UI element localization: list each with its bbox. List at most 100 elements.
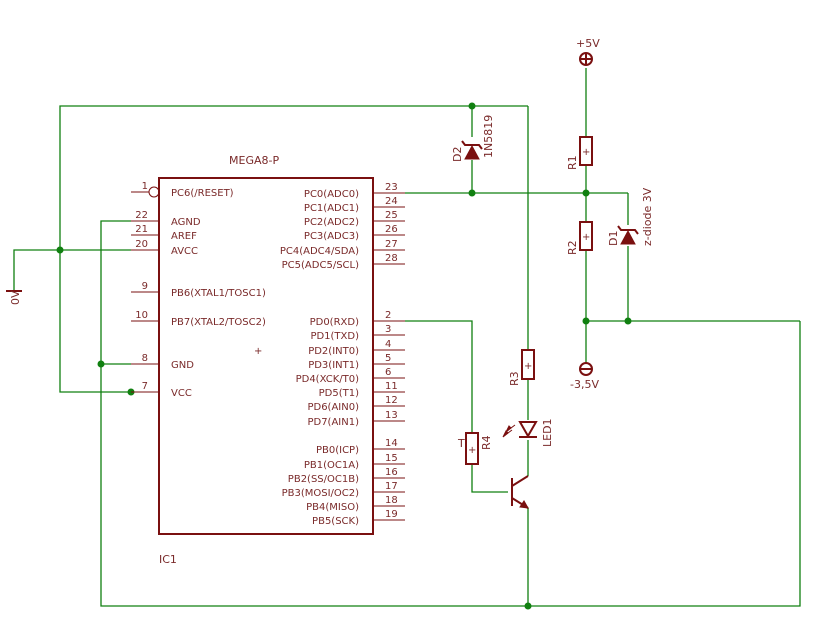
resistor-r4: + R4: [465, 432, 493, 465]
minus3v5-symbol: [579, 362, 593, 376]
d1-bar: [617, 225, 639, 235]
ground-label: 0V: [9, 290, 22, 305]
ic-pin-number: 12: [385, 395, 398, 406]
ic-pin-number: 11: [385, 381, 398, 392]
ic-pin-number: 26: [385, 224, 398, 235]
d2-label: D2: [451, 147, 464, 162]
d2-value: 1N5819: [482, 115, 495, 158]
plus5v-label: +5V: [576, 37, 600, 50]
ground-0v: 0V: [6, 290, 22, 305]
diode-d2: D2 1N5819: [451, 115, 495, 162]
zener-d1: D1 z-diode 3V: [607, 187, 654, 246]
minus3v5-label: -3,5V: [570, 378, 599, 391]
ic-pin-name: PC2(ADC2): [304, 217, 359, 228]
ic-pin-name: PD3(INT1): [308, 360, 359, 371]
ic-right-pins: 23PC0(ADC0)24PC1(ADC1)25PC2(ADC2)26PC3(A…: [280, 182, 405, 527]
d2-bar: [461, 140, 483, 150]
ic-ref: IC1: [159, 553, 177, 566]
junction-dot: [468, 102, 476, 110]
ic-pin-name: AGND: [171, 217, 201, 228]
junction-dot: [582, 317, 590, 325]
ic-body: [158, 177, 374, 535]
ic-pin-number: 18: [385, 495, 398, 506]
ic-pin-number: 2: [385, 310, 391, 321]
reset-inversion-bubble: [148, 186, 160, 198]
ic-pin-number: 7: [142, 381, 148, 392]
ic-pin-name: PD4(XCK/T0): [296, 374, 359, 385]
ic-pin-name: PC3(ADC3): [304, 231, 359, 242]
ic-pin-number: 1: [142, 181, 148, 192]
r4-body: [465, 432, 479, 465]
junction-dot: [624, 317, 632, 325]
r1-plus-mark: +: [582, 147, 590, 158]
led-led1: LED1: [502, 418, 554, 447]
d2-triangle: [464, 144, 480, 160]
junction-dot: [468, 189, 476, 197]
ic-name: MEGA8-P: [229, 154, 279, 167]
ic-pin-number: 14: [385, 438, 398, 449]
ic-pin-name: PD2(INT0): [308, 346, 359, 357]
ic-pin-number: 5: [385, 353, 391, 364]
r3-plus-mark: +: [524, 361, 532, 372]
ic-pin-name: PC6(/RESET): [171, 188, 234, 199]
wire-pd0-r4: [405, 320, 473, 433]
r3-body: [521, 349, 535, 380]
ic-pin-name: PB7(XTAL2/TOSC2): [171, 317, 266, 328]
ic-pin-name: PB5(SCK): [312, 516, 359, 527]
ic-origin-mark: +: [254, 346, 262, 357]
ic-pin-number: 22: [135, 210, 148, 221]
led-triangle: [518, 421, 538, 439]
ic-pin-number: 28: [385, 253, 398, 264]
ic-pin-name: PB2(SS/OC1B): [288, 474, 359, 485]
r1-body: [579, 136, 593, 166]
junction-dot: [97, 360, 105, 368]
ic-pin-name: PD6(AIN0): [307, 402, 359, 413]
ic-pin-name: PB1(OC1A): [304, 460, 359, 471]
resistor-r1: + R1: [566, 136, 593, 170]
plus5v-symbol: [579, 52, 593, 66]
r1-label: R1: [566, 155, 579, 170]
ic-pin-number: 3: [385, 324, 391, 335]
resistor-r2: + R2: [566, 221, 593, 255]
wire-vcc-rail: [59, 105, 472, 393]
ic-pin-name: PD7(AIN1): [307, 417, 359, 428]
r4-label: R4: [480, 435, 493, 450]
ic-pin-name: PC5(ADC5/SCL): [282, 260, 359, 271]
r2-label: R2: [566, 240, 579, 255]
t-collector: [511, 475, 529, 487]
supply-plus5v: +5V: [576, 37, 600, 66]
ic-pin-name: PD1(TXD): [310, 331, 359, 342]
r2-body: [579, 221, 593, 251]
ic-pin-number: 4: [385, 339, 391, 350]
ic-left-pins: 1PC6(/RESET)22AGND21AREF20AVCC9PB6(XTAL1…: [131, 181, 266, 399]
t-emitter-arrow: [519, 500, 529, 509]
ic-pin-number: 17: [385, 481, 398, 492]
ic-pin-number: 16: [385, 467, 398, 478]
d1-triangle: [620, 229, 636, 245]
ic-pin-number: 25: [385, 210, 398, 221]
wire-right-loop: [100, 220, 801, 607]
transistor-t: T: [457, 437, 529, 509]
wire-r4-base: [471, 464, 508, 493]
d1-label: D1: [607, 231, 620, 246]
ic-pin-name: PB6(XTAL1/TOSC1): [171, 288, 266, 299]
r2-plus-mark: +: [582, 232, 590, 243]
ic-pin-number: 20: [135, 239, 148, 250]
ic-pin-number: 15: [385, 453, 398, 464]
wires: [13, 68, 801, 607]
ic-pin-name: PB3(MOSI/OC2): [282, 488, 360, 499]
ic-pin-number: 8: [142, 353, 148, 364]
ic-pin-number: 24: [385, 196, 398, 207]
wire-avcc-gnd: [13, 249, 131, 290]
ic-pin-number: 23: [385, 182, 398, 193]
ic-pin-number: 21: [135, 224, 148, 235]
ic-pin-name: PD5(T1): [319, 388, 359, 399]
ic-pin-name: PC1(ADC1): [304, 203, 359, 214]
ic-pin-name: AREF: [171, 231, 197, 242]
ic-pin-name: PC0(ADC0): [304, 189, 359, 200]
junction-dot: [524, 602, 532, 610]
ic-pin-name: AVCC: [171, 246, 198, 257]
ic-pin-number: 10: [135, 310, 148, 321]
junction-dot: [56, 246, 64, 254]
